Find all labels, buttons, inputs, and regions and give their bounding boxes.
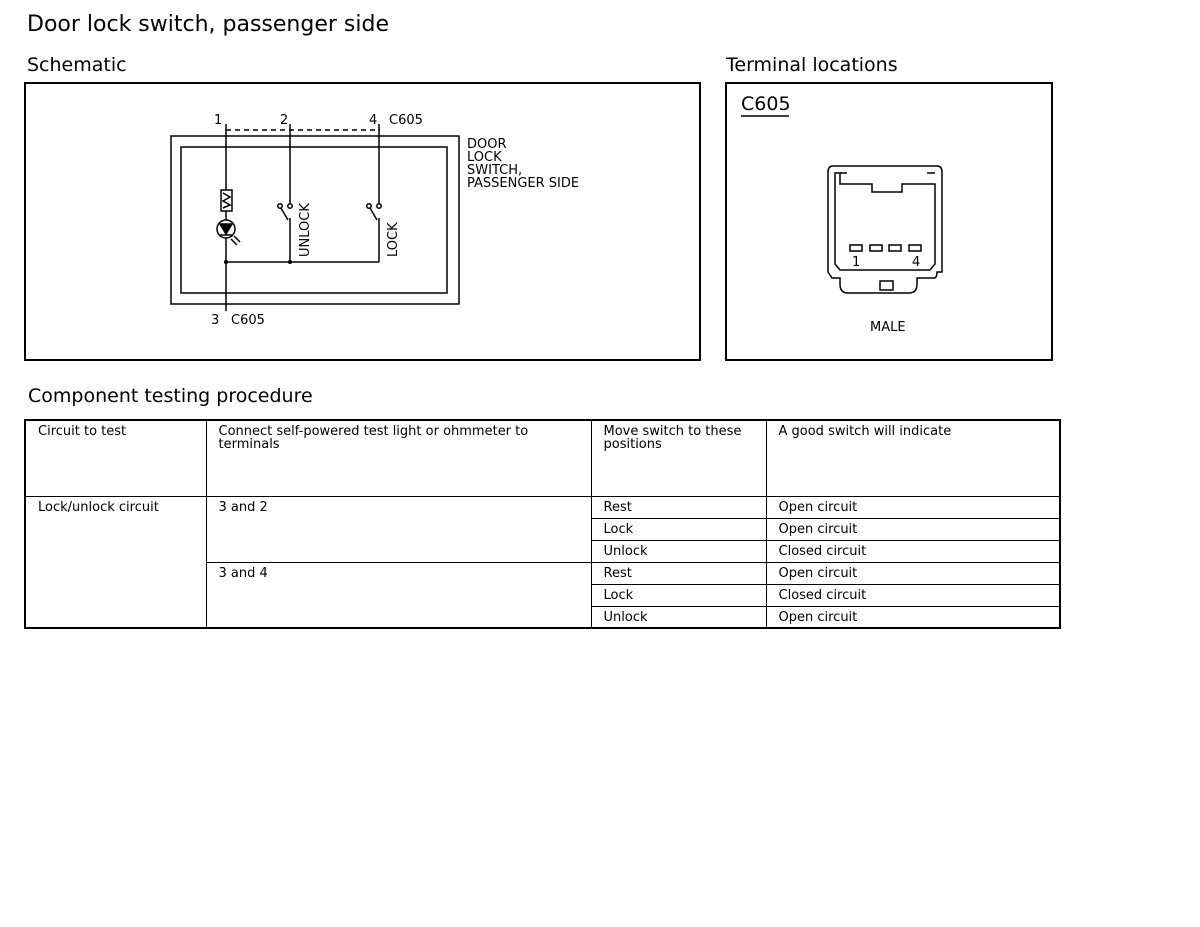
schematic-diagram: 1 2 4 C605 3 C605 DOOR LOCK SWITCH, PASS… (170, 113, 579, 328)
pin-label-4: 4 (369, 113, 377, 128)
table-row: Unlock Open circuit (25, 605, 1061, 629)
schematic-panel: 1 2 4 C605 3 C605 DOOR LOCK SWITCH, PASS… (24, 82, 701, 361)
terminal-label-last: 4 (912, 255, 920, 270)
connector-cavity (834, 172, 936, 271)
schematic-heading: Schematic (27, 54, 127, 76)
header-indicate: A good switch will indicate (765, 419, 1061, 497)
procedure-heading: Component testing procedure (28, 385, 313, 407)
table-row: Lock Open circuit (25, 517, 1061, 541)
result-cell: Closed circuit (765, 583, 1061, 607)
position-cell: Lock (590, 583, 767, 607)
position-cell: Unlock (590, 539, 767, 563)
switch-housing-inner (180, 146, 448, 294)
component-label-line1: DOOR (467, 137, 507, 152)
switch-housing-outer (170, 135, 460, 305)
table-row: Unlock Closed circuit (25, 539, 1061, 563)
pin-label-2: 2 (280, 113, 288, 128)
terminal-locations-heading: Terminal locations (726, 54, 898, 76)
component-label-line4: PASSENGER SIDE (467, 176, 579, 191)
position-cell: Rest (590, 495, 767, 519)
position-cell: Unlock (590, 605, 767, 629)
terminal-panel: C605 1 4 MALE (725, 82, 1053, 361)
pin-label-1: 1 (214, 113, 222, 128)
page-title: Door lock switch, passenger side (27, 12, 389, 37)
terminal-pin-4 (908, 244, 922, 252)
position-cell: Lock (590, 517, 767, 541)
result-cell: Open circuit (765, 495, 1061, 519)
connector-label-bottom: C605 (231, 313, 265, 328)
result-cell: Open circuit (765, 517, 1061, 541)
connector-body (827, 165, 943, 294)
connector-key (879, 280, 894, 291)
terminals-cell: 3 and 4 (205, 561, 592, 629)
terminals-cell: 3 and 2 (205, 495, 592, 563)
terminal-label-first: 1 (852, 255, 860, 270)
component-label-line2: LOCK (467, 150, 502, 165)
unlock-switch-contact (280, 207, 289, 221)
header-move: Move switch to these positions (590, 419, 767, 497)
result-cell: Closed circuit (765, 539, 1061, 563)
table-row: Lock/unlock circuit 3 and 2 Rest Open ci… (24, 495, 1061, 629)
result-cell: Open circuit (765, 605, 1061, 629)
position-cell: Rest (590, 561, 767, 585)
table-header-row: Circuit to test Connect self-powered tes… (24, 419, 1061, 497)
result-cell: Open circuit (765, 561, 1061, 585)
connector-id: C605 (741, 93, 791, 115)
connector-label-top: C605 (389, 113, 423, 128)
terminal-pin-1 (849, 244, 863, 252)
terminal-pin-2 (869, 244, 883, 252)
lock-label: LOCK (386, 222, 401, 257)
unlock-label: UNLOCK (298, 203, 313, 257)
header-connect: Connect self-powered test light or ohmme… (205, 419, 592, 497)
lock-switch-contact (369, 207, 378, 221)
circuit-name-cell: Lock/unlock circuit (24, 495, 207, 629)
header-circuit: Circuit to test (24, 419, 207, 497)
connector-face-diagram: C605 1 4 MALE (741, 93, 943, 335)
connector-gender: MALE (870, 320, 906, 335)
component-label-line3: SWITCH, (467, 163, 522, 178)
pin-label-3: 3 (211, 313, 219, 328)
procedure-table: Circuit to test Connect self-powered tes… (24, 419, 1061, 629)
terminal-pin-3 (888, 244, 902, 252)
